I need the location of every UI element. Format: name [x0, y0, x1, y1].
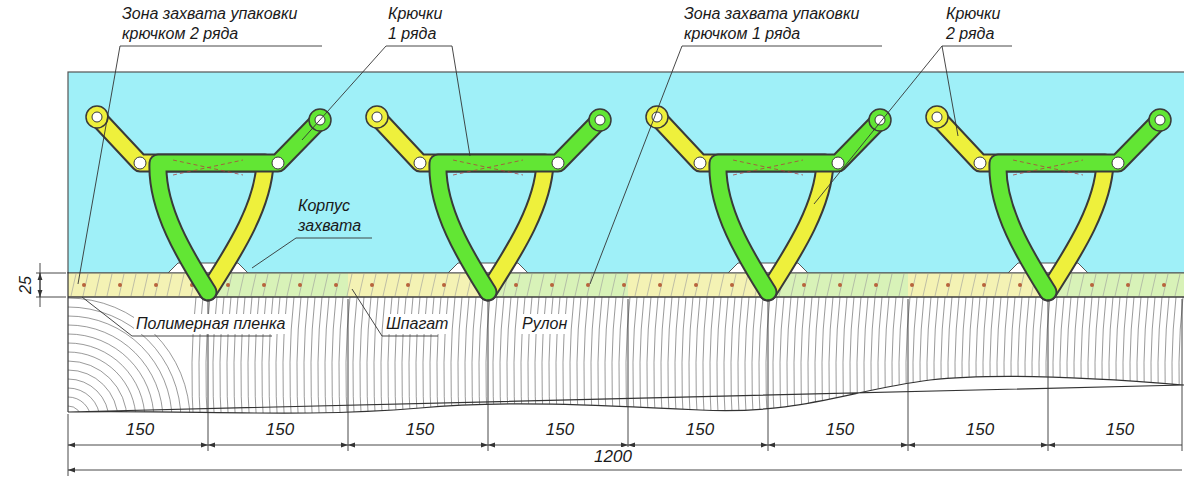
- callout-label: Зона захвата упаковки крючком 1 ряда: [684, 4, 884, 44]
- twine-dots: [82, 283, 1166, 287]
- dimension-value: 150: [256, 420, 304, 440]
- dimension-lines: [36, 263, 1182, 476]
- dimension-value: 150: [396, 420, 444, 440]
- band-zone: [628, 273, 768, 297]
- dimension-value: 1200: [586, 447, 640, 467]
- film-lines: [71, 274, 1180, 296]
- callout-label: Крючки 2 ряда: [946, 4, 1010, 44]
- dimension-value: 25: [16, 273, 36, 297]
- callout-label: Крючки 1 ряда: [388, 4, 452, 44]
- hook-pair: [86, 106, 331, 292]
- dimension-value: 150: [116, 420, 164, 440]
- hook-pair: [646, 106, 891, 292]
- band-zone: [488, 273, 628, 297]
- band-zone: [208, 273, 348, 297]
- hook-pair: [926, 106, 1171, 292]
- part-label: Рулон: [520, 314, 569, 334]
- dimension-value: 150: [816, 420, 864, 440]
- callout-label: Полимерная пленка: [134, 314, 288, 334]
- band-zone: [768, 273, 908, 297]
- hook-pair: [366, 106, 611, 292]
- callout-label: Шпагат: [384, 314, 450, 334]
- callout-label: Зона захвата упаковки крючком 2 ряда: [122, 4, 322, 44]
- dimension-value: 150: [1096, 420, 1144, 440]
- band-zone: [908, 273, 1048, 297]
- body-notches: [168, 263, 1088, 273]
- hooks: [86, 106, 1171, 292]
- dimension-value: 150: [956, 420, 1004, 440]
- dimension-value: 150: [536, 420, 584, 440]
- callout-label: Корпус захвата: [298, 196, 374, 236]
- leader-lines: [78, 46, 1012, 336]
- packaging-band: [68, 273, 1184, 297]
- dimension-value: 150: [676, 420, 724, 440]
- roll-outline: [68, 297, 1184, 413]
- band-zone: [348, 273, 488, 297]
- band-zone: [68, 273, 208, 297]
- roll-hatching: [0, 297, 1184, 479]
